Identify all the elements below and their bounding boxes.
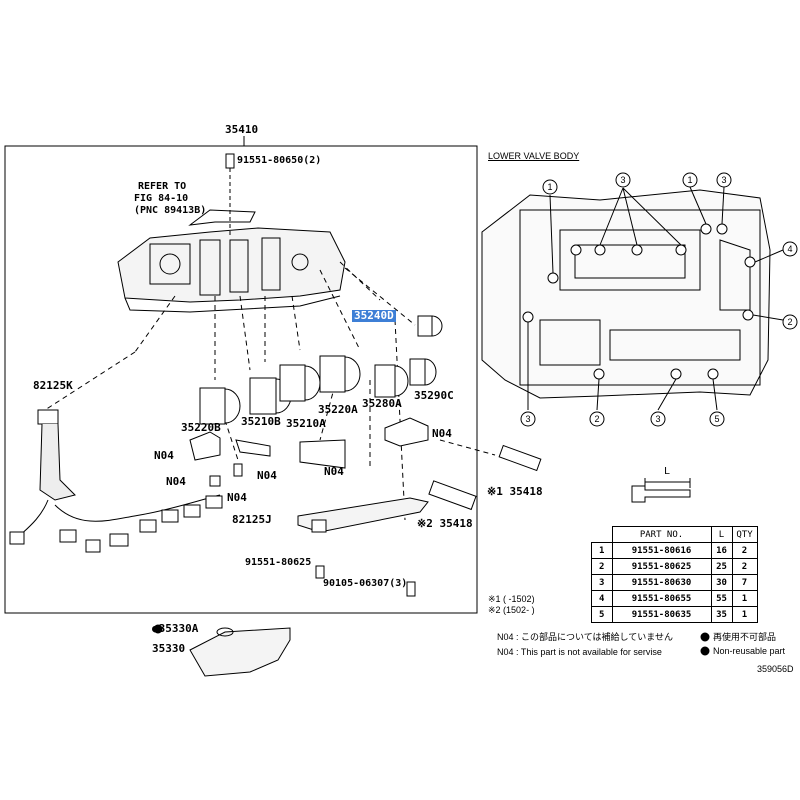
callout-4: 4 — [787, 244, 792, 254]
label-n04-c: N04 — [257, 469, 277, 482]
col-qty: QTY — [731, 526, 758, 543]
label-35220A[interactable]: 35220A — [318, 403, 358, 416]
label-n04-e: N04 — [166, 475, 186, 488]
label-seal-2[interactable]: ※2 35418 — [417, 517, 473, 530]
label-refer-1: REFER TO — [138, 181, 187, 192]
figure-number: 359056D — [757, 664, 794, 674]
label-seal-1[interactable]: ※1 35418 — [487, 485, 543, 498]
label-35220B[interactable]: 35220B — [181, 421, 221, 434]
label-82125K[interactable]: 82125K — [33, 379, 73, 392]
callout-1a: 1 — [547, 182, 552, 192]
label-35210A[interactable]: 35210A — [286, 417, 326, 430]
label-35280A[interactable]: 35280A — [362, 397, 402, 410]
label-35210B[interactable]: 35210B — [241, 415, 281, 428]
label-n04-d: N04 — [324, 465, 344, 478]
oil-strainer — [189, 627, 291, 677]
bolt-length-icon — [631, 485, 691, 503]
callout-2a: 2 — [787, 317, 792, 327]
callout-numbers: 1 3 1 3 4 2 3 2 3 5 — [525, 175, 792, 424]
callout-1b: 1 — [687, 175, 692, 185]
callout-3a: 3 — [620, 175, 625, 185]
callout-3d: 3 — [655, 414, 660, 424]
callout-2b: 2 — [594, 414, 599, 424]
callout-3b: 3 — [721, 175, 726, 185]
note-n04-en: N04 : This part is not available for ser… — [497, 647, 662, 657]
label-refer-3[interactable]: (PNC 89413B) — [134, 205, 207, 216]
label-bolt-top[interactable]: 91551-80650(2) — [237, 155, 322, 166]
label-35290C[interactable]: 35290C — [414, 389, 454, 402]
label-35330[interactable]: 35330 — [152, 642, 186, 655]
wire-82125J — [297, 497, 429, 533]
callout-3c: 3 — [525, 414, 530, 424]
note-seal-2: ※2 (1502- ) — [488, 605, 535, 615]
label-n04-a: N04 — [432, 427, 452, 440]
label-82125J[interactable]: 82125J — [232, 513, 272, 526]
label-35410[interactable]: 35410 — [225, 123, 259, 136]
seal-35418-b — [498, 444, 542, 472]
harness-connector — [37, 409, 59, 425]
legend-en: Non-reusable part — [713, 646, 786, 656]
label-35240D[interactable]: 35240D — [352, 309, 396, 322]
seal-35418-a — [428, 480, 477, 511]
col-part-no: PART NO. — [611, 526, 712, 543]
label-bolt-0307[interactable]: 90105-06307(3) — [323, 578, 408, 589]
col-l: L — [710, 526, 733, 543]
label-n04-f: N04 — [227, 491, 247, 504]
label-35330A[interactable]: ●35330A — [152, 622, 199, 635]
legend-jp: 再使用不可部品 — [713, 632, 777, 642]
label-n04-b: N04 — [154, 449, 174, 462]
note-n04-jp: N04 : この部品については補給していません — [497, 632, 674, 642]
label-dim-l: L — [664, 466, 671, 477]
callout-5: 5 — [714, 414, 719, 424]
label-refer-2[interactable]: FIG 84-10 — [134, 193, 189, 204]
assembly-frame — [4, 145, 478, 614]
label-bolt-625[interactable]: 91551-80625 — [245, 557, 312, 568]
lower-valve-body — [481, 189, 771, 399]
note-seal-1: ※1 ( -1502) — [488, 594, 535, 604]
label-lower-valve-body: LOWER VALVE BODY — [488, 151, 580, 161]
upper-valve-body — [117, 227, 346, 303]
